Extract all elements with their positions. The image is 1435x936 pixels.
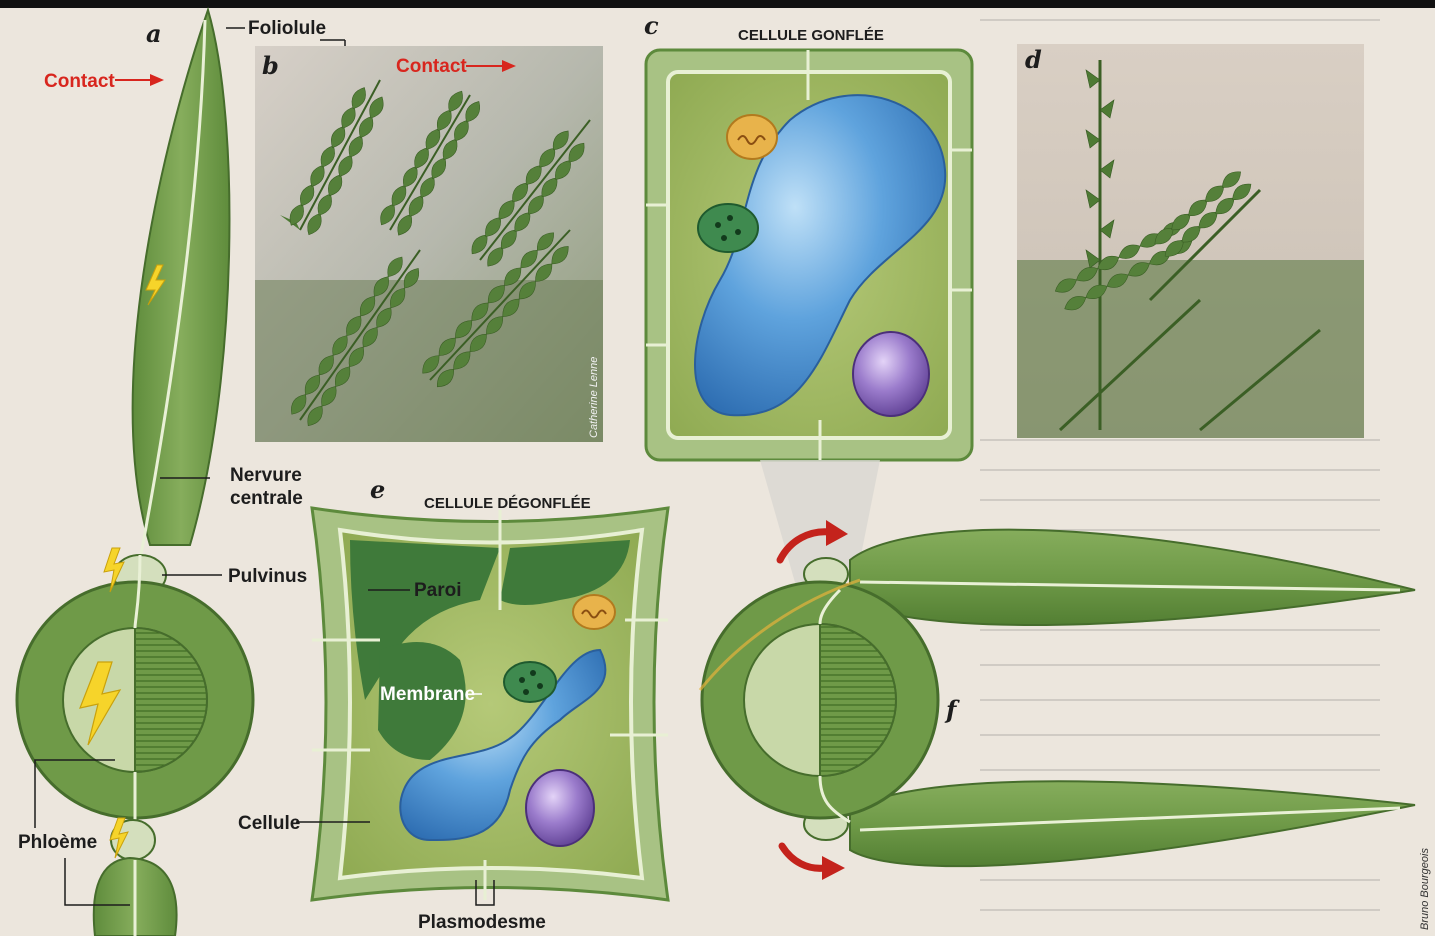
panel-b-photo: Catherine Lenne xyxy=(255,46,603,442)
caption-cellule-gonflee: CELLULE GONFLÉE xyxy=(738,27,884,44)
label-nervure-line2: centrale xyxy=(230,488,303,509)
label-phloeme: Phloème xyxy=(18,832,97,853)
panel-letter-d: d xyxy=(1025,45,1042,74)
label-plasmodesme: Plasmodesme xyxy=(418,912,546,933)
mitochondrion-icon xyxy=(727,115,777,159)
chloroplast-icon xyxy=(698,204,758,252)
panel-d-photo xyxy=(1017,44,1364,438)
illustration-credit: Bruno Bourgeois xyxy=(1419,848,1431,930)
label-contact-a: Contact xyxy=(44,71,115,92)
mitochondrion-icon xyxy=(573,595,615,629)
panel-letter-b: b xyxy=(262,51,279,80)
panel-letter-a: a xyxy=(146,19,162,48)
deflated-cell xyxy=(312,508,668,900)
panel-letter-e: e xyxy=(370,475,385,504)
label-paroi: Paroi xyxy=(414,580,462,601)
panel-letter-c: c xyxy=(644,11,659,40)
photo-credit: Catherine Lenne xyxy=(588,357,600,438)
nucleus-icon xyxy=(853,332,929,416)
label-membrane: Membrane xyxy=(380,684,475,705)
label-cellule: Cellule xyxy=(238,813,300,834)
chloroplast-icon xyxy=(504,662,556,702)
caption-cellule-degonflee: CELLULE DÉGONFLÉE xyxy=(424,495,591,512)
swollen-cell xyxy=(646,50,972,460)
nucleus-icon xyxy=(526,770,594,846)
label-pulvinus: Pulvinus xyxy=(228,566,307,587)
label-foliolule: Foliolule xyxy=(248,18,326,39)
label-nervure-line1: Nervure xyxy=(230,465,302,486)
label-contact-b: Contact xyxy=(396,56,467,77)
